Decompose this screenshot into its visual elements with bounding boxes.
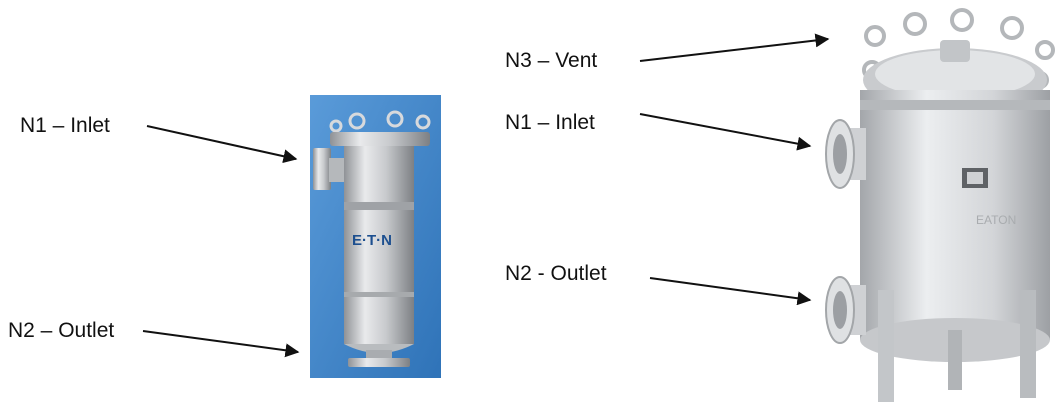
right-vent-arrow xyxy=(639,33,830,62)
right-filter-image xyxy=(825,8,1055,402)
left-inlet-arrow xyxy=(146,125,298,164)
right-inlet-label: N1 – Inlet xyxy=(505,111,595,134)
right-inlet-arrow xyxy=(639,113,812,151)
left-filter-image xyxy=(310,95,441,378)
left-outlet-label: N2 – Outlet xyxy=(8,319,115,342)
right-outlet-arrow xyxy=(649,277,812,306)
right-brand-text: EATON xyxy=(976,213,1016,227)
left-brand-text: E·T·N xyxy=(352,232,392,249)
left-outlet-arrow xyxy=(142,330,300,358)
left-inlet-label: N1 – Inlet xyxy=(20,114,110,137)
right-outlet-label: N2 - Outlet xyxy=(505,262,607,285)
right-vent-label: N3 – Vent xyxy=(505,49,598,72)
